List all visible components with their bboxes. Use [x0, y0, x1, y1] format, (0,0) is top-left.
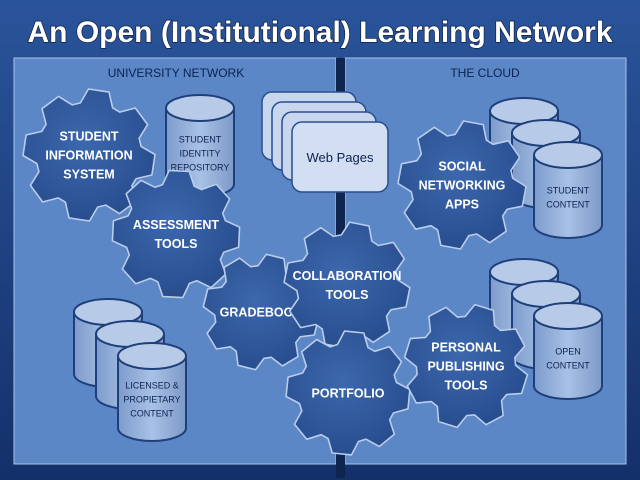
- gear-shape: [283, 221, 411, 349]
- cylinder-label-line: STUDENT: [179, 135, 222, 145]
- cylinder-body: [533, 315, 603, 400]
- gear-label-line: TOOLS: [326, 288, 369, 302]
- gear-label-line: SOCIAL: [438, 160, 486, 174]
- gear-shape: [111, 169, 241, 299]
- gear-label-line: PUBLISHING: [427, 360, 504, 374]
- cylinder-label-line: CONTENT: [130, 409, 174, 419]
- gears-layer: STUDENT INFORMATION SYSTEM ASSESSMENT TOOLS G…: [22, 88, 529, 456]
- cylinder-label-line: REPOSITORY: [171, 163, 230, 173]
- gear-publishing: PERSONAL PUBLISHING TOOLS: [403, 303, 529, 429]
- gear-label-line: GRADEBOOK: [220, 306, 303, 320]
- cylinder-label-line: STUDENT: [547, 186, 590, 196]
- cylinder-label-line: PROPIETARY: [123, 395, 180, 405]
- cylinder-open_content: OPEN CONTENT: [533, 302, 603, 400]
- cylinder-student_content: STUDENT CONTENT: [533, 141, 603, 239]
- gear-social: SOCIAL NETWORKING APPS: [397, 120, 527, 250]
- cylinder-top: [533, 302, 603, 330]
- cylinders-layer: STUDENT IDENTITY REPOSITORY LICENSED & PROPI…: [73, 94, 603, 442]
- cylinder-label-line: IDENTITY: [179, 149, 220, 159]
- gear-label-line: PORTFOLIO: [312, 387, 385, 401]
- gear-label-line: STUDENT: [59, 130, 118, 144]
- cylinder-body: [533, 154, 603, 239]
- gear-label-line: NETWORKING: [419, 179, 506, 193]
- gear-shape: [403, 303, 529, 429]
- panel-label-university: UNIVERSITY NETWORK: [108, 66, 244, 80]
- gear-label-line: APPS: [445, 198, 479, 212]
- gear-label-line: COLLABORATION: [293, 269, 402, 283]
- cylinder-top: [165, 94, 235, 122]
- gear-label-line: INFORMATION: [45, 149, 132, 163]
- gear-label-line: SYSTEM: [63, 168, 114, 182]
- gear-shape: [285, 330, 411, 456]
- cylinder-top: [533, 141, 603, 169]
- cylinder-label-line: CONTENT: [546, 361, 590, 371]
- cylinder-label-line: OPEN: [555, 347, 581, 357]
- gear-collaboration: COLLABORATION TOOLS: [283, 221, 411, 349]
- gear-label-line: ASSESSMENT: [133, 218, 219, 232]
- cylinder-top: [117, 342, 187, 370]
- cylinder-label-line: CONTENT: [546, 200, 590, 210]
- cylinder-label-line: LICENSED &: [125, 381, 179, 391]
- gear-label-line: TOOLS: [155, 237, 198, 251]
- gear-portfolio: PORTFOLIO: [285, 330, 411, 456]
- diagram-title: An Open (Institutional) Learning Network: [28, 16, 613, 49]
- gear-assessment: ASSESSMENT TOOLS: [111, 169, 241, 299]
- web-pages-label: Web Pages: [307, 150, 374, 165]
- gear-shape: [397, 120, 527, 250]
- gear-label-line: PERSONAL: [431, 341, 501, 355]
- gear-label-line: TOOLS: [445, 379, 488, 393]
- web-pages-stack: Web Pages: [261, 91, 389, 193]
- cylinder-licensed: LICENSED & PROPIETARY CONTENT: [117, 342, 187, 442]
- web-page-sheet-front: [291, 121, 389, 193]
- panel-label-cloud: THE CLOUD: [450, 66, 520, 80]
- cylinder-body: [117, 355, 187, 442]
